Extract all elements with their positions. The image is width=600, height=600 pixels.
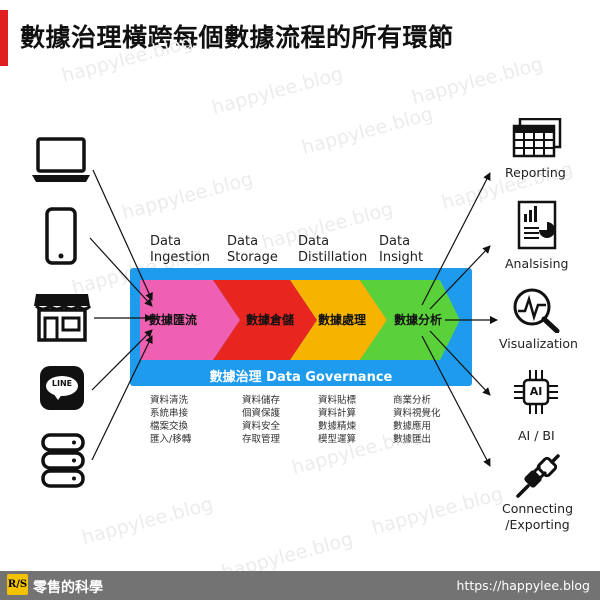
output-label-ai-bi: AI / BI [518,428,555,443]
output-label-connecting: Connecting /Exporting [502,501,574,532]
stage-chevron-insight [360,280,460,360]
spreadsheet-icon [512,118,562,158]
output-label-visualization: Visualization [499,336,578,351]
footer-brand-name: 零售的科學 [33,580,103,596]
governance-title: 數據治理 Data Governance [209,370,393,385]
stage-name-ingestion: 數據匯流 [149,313,198,327]
arrow-laptop [92,169,153,301]
store-icon [34,294,92,342]
line-app-icon: LINE [40,366,84,410]
smartphone-icon [45,207,77,265]
title-accent-bar [0,10,8,66]
brand-logo: R/S [7,574,28,595]
arrow-reporting [421,172,491,306]
stage-chevron-storage [213,280,317,360]
footer-bar [0,571,600,600]
output-label-reporting: Reporting [505,165,566,180]
arrow-connecting [421,335,491,467]
stage-name-distillation: 數據處理 [318,313,367,327]
arrow-ai-bi [429,330,491,396]
detail-list-insight: 商業分析資料視覺化 數據應用數據匯出 [393,395,441,445]
stage-name-storage: 數據倉儲 [246,313,295,327]
line-app-label: LINE [51,379,73,388]
ai-chip-label: AI [529,385,543,398]
stage-chevron-ingestion [140,280,240,360]
plug-icon [516,454,560,498]
page-title: 數據治理橫跨每個數據流程的所有環節 [20,23,454,52]
report-chart-icon [517,200,557,250]
detail-list-distillation: 資料貼標資料計算 數據精煉模型運算 [318,395,357,445]
detail-list-ingestion: 資料清洗系統串接 檔案交換匯入/移轉 [150,395,192,445]
output-label-analysing: Analsising [505,256,569,271]
arrow-phone [89,237,153,307]
ai-chip-icon: AI [512,368,560,416]
stage-name-insight: 數據分析 [394,313,443,327]
stage-chevron-distillation [290,280,387,360]
laptop-icon [32,137,90,182]
detail-list-storage: 資料儲存個資保護 資料安全存取管理 [242,395,281,445]
database-icon [41,433,85,488]
arrow-database [91,335,153,461]
footer-url[interactable]: https://happylee.blog [456,578,590,593]
arrow-line [91,329,153,391]
arrow-analysing [429,245,491,310]
chart-magnifier-icon [513,288,560,333]
